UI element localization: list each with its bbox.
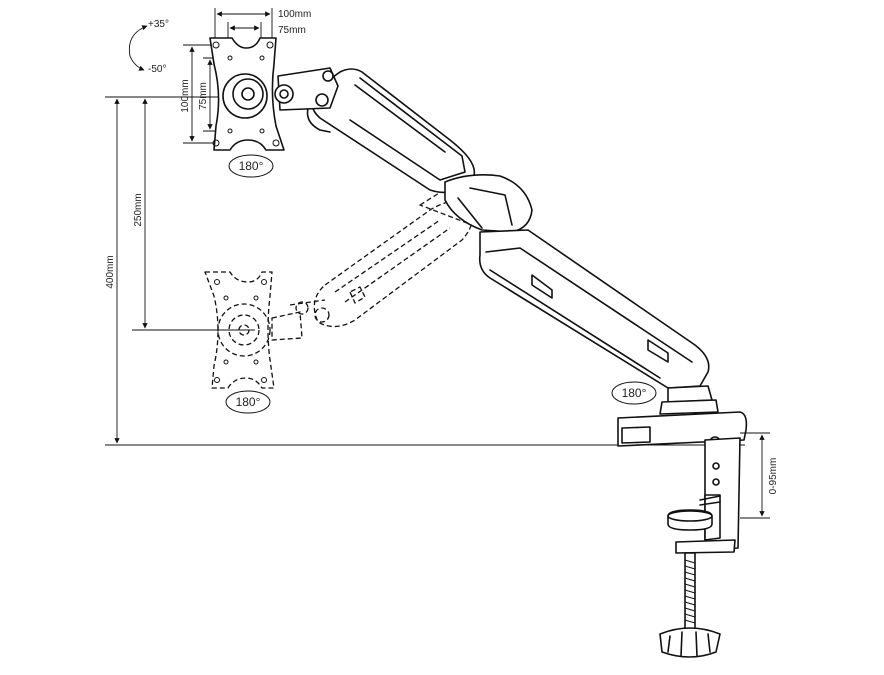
tilt-up-label: +35° xyxy=(148,19,169,30)
arm-lower-position xyxy=(271,179,516,341)
height-dimension-250: 250mm xyxy=(132,98,255,331)
clamp-thickness-dimension: 0-95mm xyxy=(740,432,779,519)
arm-forearm xyxy=(478,229,710,389)
mount-base xyxy=(617,385,748,448)
arm-upper-position xyxy=(274,67,476,194)
vesa-small-label: 75mm xyxy=(278,25,306,36)
rotate-bottom-monitor-label: 180° xyxy=(236,395,261,409)
tilt-down-label: -50° xyxy=(148,64,166,75)
clamp-thickness-label: 0-95mm xyxy=(768,458,779,495)
desk-clamp xyxy=(667,437,741,554)
vesa-plate-upper xyxy=(209,37,285,151)
rotate-bottom-monitor-badge: 180° xyxy=(225,390,271,414)
vesa-small-vertical-label: 75mm xyxy=(198,82,209,110)
rotate-base-badge: 180° xyxy=(611,381,657,405)
rotate-base-label: 180° xyxy=(622,386,647,400)
vesa-vertical-dimensions: 100mm 75mm xyxy=(180,44,230,144)
vesa-large-label: 100mm xyxy=(278,9,311,20)
vesa-plate-lower xyxy=(204,271,275,389)
vesa-horizontal-dimensions: 100mm 75mm xyxy=(214,8,311,52)
height-range-label: 250mm xyxy=(133,193,144,226)
height-dimension-400: 400mm xyxy=(105,96,225,444)
height-max-label: 400mm xyxy=(105,255,116,288)
rotate-top-monitor-badge: 180° xyxy=(228,154,274,178)
rotate-top-monitor-label: 180° xyxy=(239,159,264,173)
arm-elbow-joint xyxy=(444,174,533,233)
tilt-indicator: +35° -50° xyxy=(128,19,169,75)
vesa-large-vertical-label: 100mm xyxy=(180,79,191,112)
clamp-screw xyxy=(659,552,721,658)
